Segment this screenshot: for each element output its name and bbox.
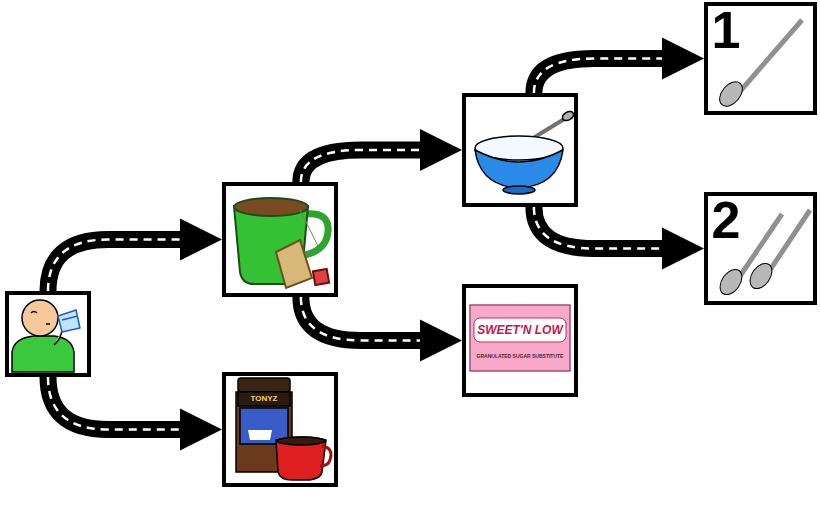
two-spoon-box: 2 [704,192,817,305]
arrow-head [180,409,222,451]
sweetener-box: SWEET'N LOW GRANULATED SUGAR SUBSTITUTE [462,284,578,397]
spoon-count: 2 [712,194,741,246]
road-arrow [534,207,704,270]
road-arrow [301,297,462,362]
road-arrow [301,129,462,182]
road-dashes [301,297,422,341]
one-spoon-box: 1 [704,2,817,115]
spoon-count: 1 [712,4,741,56]
road [534,59,664,94]
tea-mug [234,198,329,288]
arrow-head [420,320,462,362]
road [534,207,664,249]
sugar-bowl [475,110,575,194]
road-dashes [534,59,664,94]
road-dashes [48,240,182,292]
coffee-box: TONYZ [222,372,338,487]
arrow-head [662,38,704,80]
road [301,150,422,182]
road-arrow [534,38,704,94]
road-arrow [48,219,222,292]
person-box [5,291,91,377]
road-arrow [48,377,222,451]
road [48,377,182,430]
product-description: GRANULATED SUGAR SUBSTITUTE [477,354,564,359]
brand-label: TONYZ [251,395,278,403]
arrow-head [180,219,222,261]
box-fills [5,2,817,487]
arrow-head [420,129,462,171]
sweetener-packet [470,305,570,371]
arrow-head [662,228,704,270]
road [301,297,422,341]
road-dashes [48,377,182,430]
tea-box [222,182,338,297]
coffee-jar [236,378,331,480]
person-drinking [12,300,80,372]
road-dashes [534,207,664,249]
sugar-box [462,93,578,207]
brand-name: SWEET'N LOW [477,324,563,336]
road-dashes [301,150,422,182]
road [48,240,182,292]
